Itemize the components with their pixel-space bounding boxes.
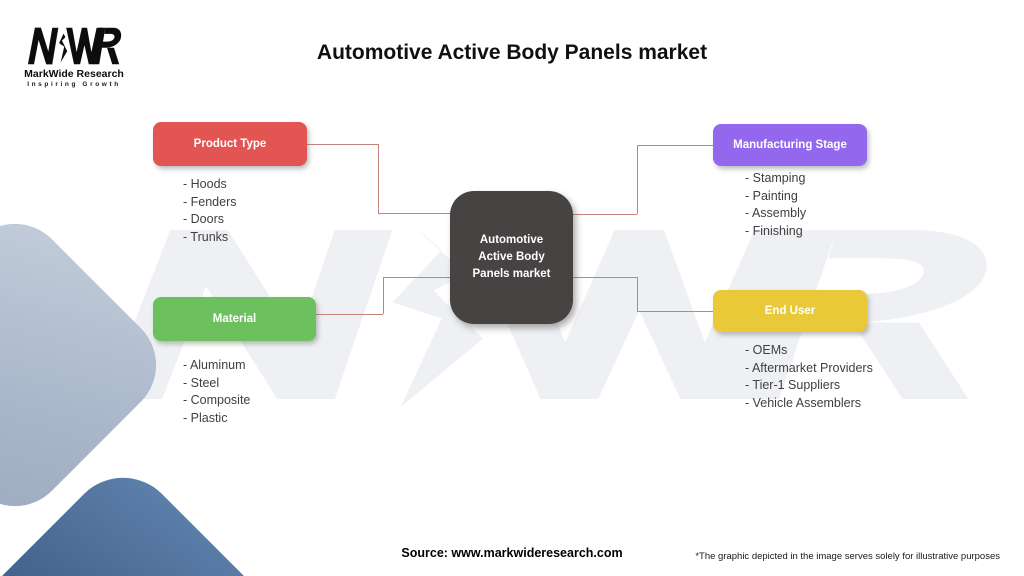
logo-company-name: MarkWide Research	[24, 68, 124, 80]
list-item: - Hoods	[183, 177, 227, 191]
branch-label: Material	[212, 313, 257, 325]
list-item: - Vehicle Assemblers	[745, 395, 862, 410]
branch-label: Product Type	[193, 138, 267, 150]
connector-line	[637, 311, 713, 312]
connector-line	[573, 214, 637, 215]
connector-line	[637, 145, 713, 146]
connector-line	[637, 277, 638, 311]
connector-line	[378, 213, 450, 214]
list-item: - Plastic	[183, 410, 228, 425]
branch-list-material: - Aluminum - Steel - Composite - Plastic	[183, 357, 250, 427]
list-item: - Aluminum	[183, 358, 246, 372]
mwr-logo-mark-icon	[27, 26, 122, 66]
center-node-label: Automotive Active Body Panels market	[472, 234, 551, 280]
list-item: - Steel	[183, 375, 220, 390]
list-item: - Assembly	[745, 206, 807, 220]
connector-line	[383, 277, 384, 314]
list-item: - Finishing	[745, 223, 803, 238]
list-item: - Stamping	[745, 171, 806, 185]
list-item: - Tier-1 Suppliers	[745, 378, 841, 392]
branch-list-product-type: - Hoods - Fenders - Doors - Trunks	[183, 176, 237, 246]
connector-line	[378, 144, 379, 213]
disclaimer-text: *The graphic depicted in the image serve…	[695, 551, 1000, 562]
logo-tagline: Inspiring Growth	[27, 81, 121, 88]
list-item: - Painting	[745, 188, 798, 203]
mwr-logo: MarkWide Research Inspiring Growth	[22, 26, 126, 88]
connector-line	[637, 145, 638, 214]
branch-box-product-type: Product Type	[153, 122, 307, 166]
branch-box-manufacturing-stage: Manufacturing Stage	[713, 124, 867, 166]
connector-line	[383, 277, 450, 278]
branch-list-end-user: - OEMs - Aftermarket Providers - Tier-1 …	[745, 342, 873, 412]
branch-list-manufacturing-stage: - Stamping - Painting - Assembly - Finis…	[745, 170, 806, 240]
center-node: Automotive Active Body Panels market	[450, 191, 573, 324]
branch-box-end-user: End User	[713, 290, 867, 332]
branch-label: Manufacturing Stage	[733, 139, 847, 151]
connector-line	[307, 144, 378, 145]
source-text: Source: www.markwideresearch.com	[401, 546, 623, 560]
connector-line	[316, 314, 383, 315]
branch-box-material: Material	[153, 297, 316, 341]
branch-label: End User	[764, 305, 816, 317]
list-item: - Aftermarket Providers	[745, 360, 873, 375]
page-title: Automotive Active Body Panels market	[316, 41, 708, 65]
list-item: - Doors	[183, 212, 224, 226]
list-item: - OEMs	[745, 343, 788, 357]
connector-line	[573, 277, 637, 278]
list-item: - Composite	[183, 393, 251, 407]
list-item: - Trunks	[183, 229, 229, 244]
list-item: - Fenders	[183, 194, 237, 209]
